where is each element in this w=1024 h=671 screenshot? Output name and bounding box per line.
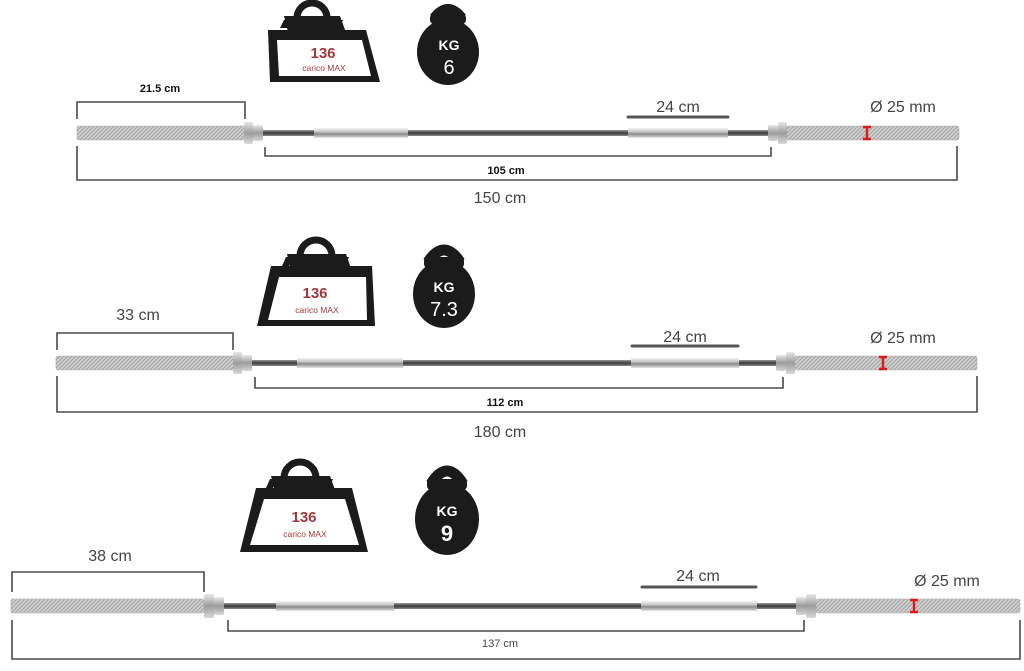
weight-value: 7.3 [430, 299, 458, 321]
diameter-label: Ø 25 mm [870, 330, 936, 347]
weight-unit: KG [439, 37, 460, 53]
capacity-caption: carico MAX [283, 529, 327, 539]
sleeve-dim-line [76, 101, 246, 119]
left-grip [314, 128, 408, 138]
inner-length-label: 105 cm [487, 165, 525, 177]
barbell-row-3: 136 carico MAX KG 9 38 cm 24 cm Ø 25 mm [10, 458, 1021, 660]
left-sleeve [55, 355, 235, 371]
diameter-mark [879, 355, 887, 371]
inner-dim-line [254, 377, 784, 389]
capacity-weight-icon [240, 458, 368, 552]
weight-unit: KG [434, 279, 455, 295]
right-grip [631, 358, 739, 368]
left-collar [204, 594, 214, 618]
inner-length-label: 112 cm [487, 397, 524, 409]
left-collar [233, 352, 242, 374]
total-dim-line [76, 146, 958, 181]
left-grip [297, 358, 403, 368]
barbell-image [10, 594, 1021, 618]
weight-value: 9 [441, 521, 453, 546]
barbell-row-1: 136 carico MAX KG 6 21.5 cm 24 [76, 0, 960, 207]
total-dim-line [56, 376, 978, 413]
left-sleeve [76, 125, 246, 141]
capacity-caption: carico MAX [302, 63, 346, 73]
right-grip [641, 601, 757, 611]
right-grip [628, 128, 728, 138]
right-collar [806, 594, 816, 618]
diameter-mark [863, 125, 871, 141]
weight-unit: KG [437, 503, 458, 519]
diameter-label: Ø 25 mm [870, 99, 936, 116]
capacity-value: 136 [291, 509, 316, 526]
barbell-image [76, 122, 960, 144]
grip-length-label: 24 cm [656, 99, 700, 116]
capacity-caption: carico MAX [295, 305, 339, 315]
capacity-value: 136 [310, 45, 335, 62]
barbell-row-2: 136 carico MAX KG 7.3 33 cm 24 cm Ø 25 m… [55, 236, 978, 441]
diameter-label: Ø 25 mm [914, 573, 980, 590]
inner-length-label: 137 cm [482, 638, 518, 650]
kettlebell-icon [413, 244, 475, 328]
sleeve-dim-line [56, 332, 234, 350]
total-dim-line [11, 620, 1021, 660]
sleeve-length-label: 21.5 cm [140, 83, 181, 95]
shaft [263, 130, 778, 136]
shaft [224, 603, 806, 609]
right-collar [786, 352, 795, 374]
total-length-label: 150 cm [474, 190, 526, 207]
capacity-value: 136 [302, 285, 327, 302]
shaft [252, 360, 786, 366]
capacity-weight-icon [268, 0, 380, 82]
total-length-label: 180 cm [474, 424, 526, 441]
grip-length-label: 24 cm [663, 329, 707, 346]
left-grip [276, 601, 394, 611]
kettlebell-icon [415, 465, 479, 555]
right-collar [778, 122, 787, 144]
sleeve-length-label: 33 cm [116, 307, 160, 324]
barbell-image [55, 352, 978, 374]
weight-value: 6 [443, 57, 454, 79]
inner-dim-line [227, 620, 805, 632]
inner-dim-line [264, 147, 772, 157]
left-collar [244, 122, 253, 144]
capacity-weight-icon [257, 236, 375, 326]
diameter-mark [910, 598, 918, 614]
kettlebell-icon [417, 4, 479, 85]
sleeve-length-label: 38 cm [88, 548, 132, 565]
right-sleeve [786, 125, 960, 141]
sleeve-dim-line [11, 571, 205, 592]
left-sleeve [10, 598, 205, 614]
grip-length-label: 24 cm [676, 568, 720, 585]
